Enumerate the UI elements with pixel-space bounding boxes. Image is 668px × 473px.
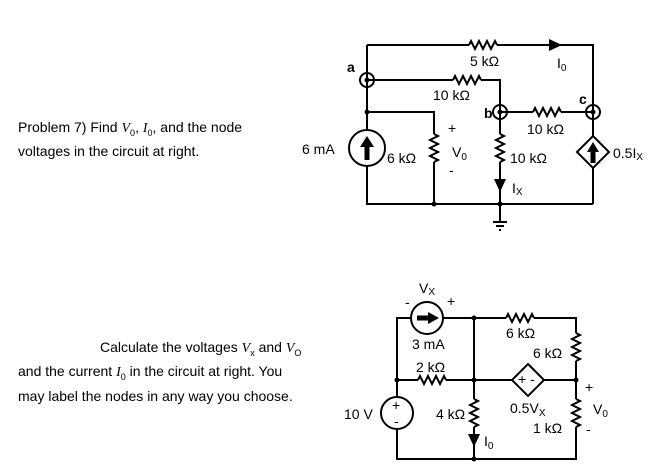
label-minus: -: [449, 162, 454, 178]
label-10k-b-gnd: 10 kΩ: [510, 150, 547, 166]
label-6k-v: 6 kΩ: [533, 345, 562, 361]
ground-icon: [493, 221, 507, 231]
resistor-4k: [467, 398, 481, 428]
arrow-ix-icon: [494, 179, 506, 192]
problem-8-text: Calculate the voltages Vx and VO and the…: [18, 338, 301, 405]
label-2k: 2 kΩ: [416, 359, 445, 375]
text: may label the nodes in any way you choos…: [18, 387, 293, 404]
label-ix: IX: [512, 180, 523, 198]
voltage-source-10v: + -: [380, 396, 414, 430]
label-node-c: c: [579, 91, 587, 107]
src-plus: +: [392, 397, 400, 413]
sub: O: [294, 347, 302, 358]
label-10k-ab: 10 kΩ: [433, 87, 470, 103]
dep-pm: + -: [518, 371, 535, 387]
label-vo-minus: -: [586, 421, 591, 437]
sub: x: [250, 347, 255, 358]
label-10k-bc: 10 kΩ: [527, 121, 564, 137]
text: ,: [135, 119, 143, 135]
problem-7-text: Problem 7) Find V0, I0, and the node vol…: [18, 118, 242, 161]
sub: 0: [120, 372, 126, 383]
resistor-5k: [468, 38, 498, 52]
math-i: I: [142, 121, 148, 136]
sub: 0: [147, 127, 153, 138]
resistor-10k-bc: [532, 105, 562, 119]
resistor-2k: [417, 373, 447, 387]
resistor-1k: [569, 398, 583, 428]
resistor-10k-ab: [452, 73, 482, 87]
label-dep-src: 0.5IX: [613, 145, 643, 163]
text: Calculate the voltages: [100, 339, 242, 355]
label-vx: VX: [419, 280, 435, 298]
text: voltages in the circuit at right.: [18, 143, 200, 160]
label-vo-plus: +: [585, 379, 593, 395]
label-plus: +: [447, 293, 455, 309]
math-i: I: [116, 365, 121, 381]
label-10v: 10 V: [344, 406, 373, 422]
junction-dots: [364, 77, 596, 207]
dependent-current-source: [575, 134, 611, 170]
circuit-problem-8: + - + - VX - + 3 mA 2 kΩ 10 V 4 kΩ I0 6 …: [344, 280, 608, 462]
resistor-6k-h: [505, 311, 535, 325]
src-minus: -: [394, 413, 399, 429]
label-6k-h: 6 kΩ: [506, 325, 535, 341]
junction-dots: [394, 315, 579, 462]
label-dep-src: 0.5VX: [510, 400, 546, 419]
math-v: V: [241, 341, 251, 356]
resistor-10k-b-gnd: [493, 133, 507, 163]
text: in the circuit at right. You: [125, 363, 283, 380]
label-4k: 4 kΩ: [436, 406, 465, 422]
circuit-problem-7: a b c 5 kΩ 10 kΩ 10 kΩ 10 kΩ 6 kΩ 6 mA 0…: [302, 38, 643, 231]
label-io: I0: [484, 433, 494, 452]
label-plus: +: [448, 120, 456, 136]
sub: 0: [130, 127, 136, 138]
label-vo: V0: [593, 401, 608, 420]
label-6ma: 6 mA: [302, 141, 335, 157]
text: , and the node: [152, 119, 243, 135]
math-v: V: [121, 121, 131, 136]
resistors: [417, 311, 583, 428]
node-c-marker: [585, 104, 601, 120]
current-source-3ma: [410, 301, 444, 335]
label-1k: 1 kΩ: [533, 420, 562, 436]
text: Problem 7) Find: [18, 119, 122, 135]
node-a-marker: [359, 72, 375, 88]
label-minus: -: [405, 294, 410, 310]
dependent-voltage-source: + -: [510, 362, 546, 398]
arrow-i0-icon: [549, 39, 562, 51]
node-b-marker: [492, 104, 508, 120]
label-5k: 5 kΩ: [470, 53, 499, 69]
label-3ma: 3 mA: [412, 336, 445, 352]
text: and the current: [18, 363, 117, 380]
text: and: [254, 339, 286, 355]
label-i0: I0: [557, 55, 567, 74]
label-node-b: b: [484, 105, 493, 121]
resistors: [427, 38, 562, 163]
current-source-6ma: [348, 129, 386, 167]
resistor-6k-v: [569, 332, 583, 362]
arrow-io-icon: [468, 434, 480, 447]
resistor-6k: [427, 133, 441, 163]
math-v: V: [285, 341, 295, 356]
label-6k: 6 kΩ: [387, 150, 416, 166]
label-node-a: a: [347, 59, 355, 75]
label-v0: V0: [452, 144, 467, 163]
